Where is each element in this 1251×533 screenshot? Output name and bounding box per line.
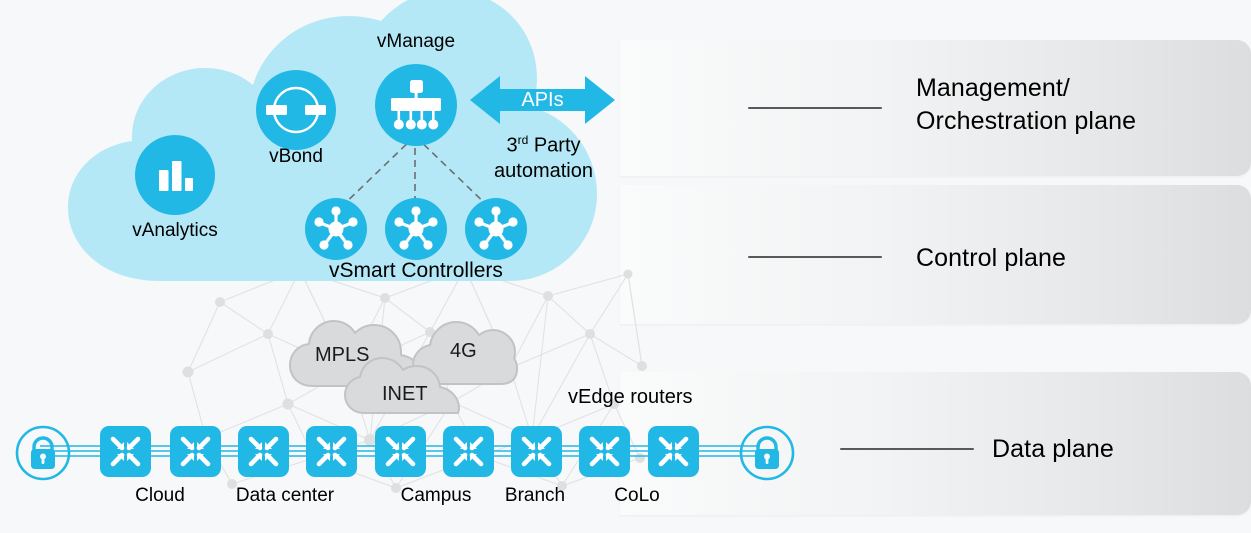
api-caption-rest: Party	[528, 134, 581, 157]
router-2[interactable]	[170, 426, 221, 477]
panel-rule-management	[748, 107, 882, 109]
router-four-arrows-icon	[521, 436, 552, 467]
lock-circle-icon-left[interactable]	[14, 424, 72, 482]
router-four-arrows-icon	[658, 436, 689, 467]
hub-spoke-icon	[394, 206, 438, 250]
transport-label-mpls: MPLS	[315, 344, 370, 366]
site-label-campus: Campus	[400, 485, 472, 506]
node-label-vbond: vBond	[269, 146, 323, 167]
router-four-arrows-icon	[453, 436, 484, 467]
vbond-circle-icon	[266, 86, 326, 134]
transport-cloud-inet	[344, 357, 460, 414]
node-vsmart-1[interactable]	[305, 198, 367, 260]
panel-rule-control	[748, 256, 882, 258]
panel-rule-data	[840, 448, 974, 450]
router-5[interactable]	[375, 426, 426, 477]
vedge-routers-caption: vEdge routers	[568, 386, 693, 408]
transport-label-4g: 4G	[450, 340, 477, 362]
node-vanalytics[interactable]	[135, 135, 215, 215]
site-label-branch: Branch	[504, 485, 566, 506]
router-4[interactable]	[306, 426, 357, 477]
router-1[interactable]	[100, 426, 151, 477]
router-four-arrows-icon	[316, 436, 347, 467]
bar-chart-icon	[159, 161, 193, 191]
double-arrow-icon	[470, 76, 615, 124]
transport-cloud-4g	[412, 321, 519, 385]
panel-control-plane	[620, 185, 1251, 324]
api-caption-line2: automation	[494, 159, 593, 182]
router-four-arrows-icon	[110, 436, 141, 467]
api-arrow[interactable]: APIs	[470, 72, 615, 128]
panel-data-plane	[620, 372, 1251, 515]
api-caption-prefix: 3	[506, 134, 518, 157]
lock-circle-icon-right[interactable]	[738, 424, 796, 482]
vmanage-tree-icon	[391, 80, 441, 130]
overlay-cloud-shape	[68, 0, 597, 281]
router-7[interactable]	[511, 426, 562, 477]
node-vmanage[interactable]	[375, 64, 457, 146]
site-label-colo: CoLo	[614, 485, 660, 506]
router-four-arrows-icon	[589, 436, 620, 467]
node-label-vanalytics: vAnalytics	[132, 220, 218, 241]
router-3[interactable]	[238, 426, 289, 477]
router-four-arrows-icon	[385, 436, 416, 467]
router-6[interactable]	[443, 426, 494, 477]
node-vsmart-2[interactable]	[385, 198, 447, 260]
node-label-vsmart-controllers: vSmart Controllers	[329, 259, 503, 282]
plane-label-management: Management/ Orchestration plane	[916, 74, 1137, 135]
plane-label-data: Data plane	[992, 435, 1114, 463]
panel-management-plane	[620, 40, 1251, 176]
node-vbond[interactable]	[256, 70, 336, 150]
site-label-data-center: Data center	[235, 485, 335, 506]
hub-spoke-icon	[474, 206, 518, 250]
router-8[interactable]	[579, 426, 630, 477]
router-four-arrows-icon	[248, 436, 279, 467]
hub-spoke-icon	[314, 206, 358, 250]
node-label-vmanage: vManage	[376, 31, 456, 52]
node-vsmart-3[interactable]	[465, 198, 527, 260]
api-caption-sup: rd	[517, 133, 529, 147]
api-caption: 3rd Party automation	[466, 128, 621, 184]
router-9[interactable]	[648, 426, 699, 477]
plane-label-control: Control plane	[916, 244, 1067, 272]
site-label-cloud: Cloud	[135, 485, 185, 506]
transport-label-inet: INET	[382, 383, 428, 405]
router-four-arrows-icon	[180, 436, 211, 467]
